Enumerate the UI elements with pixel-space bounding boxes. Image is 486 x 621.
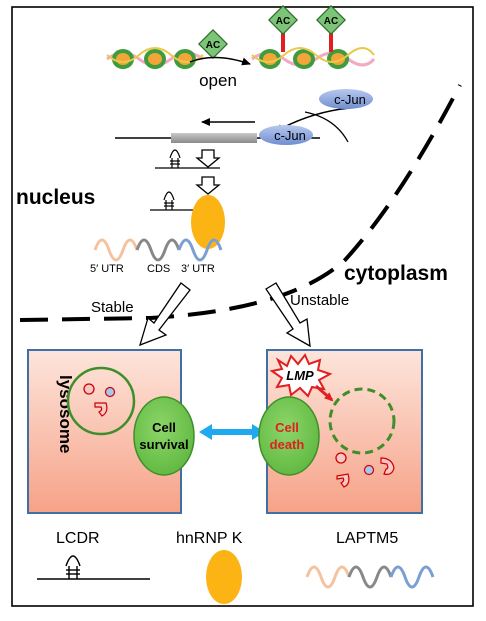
ac-marker-1: AC xyxy=(268,5,298,35)
down-arrow-2 xyxy=(195,176,221,195)
cell-survival-line1: Cell xyxy=(152,420,176,435)
cjun-label: c-Jun xyxy=(334,92,366,107)
cds-label: CDS xyxy=(147,263,170,275)
gene-body xyxy=(171,133,257,143)
ac-label: AC xyxy=(324,16,338,27)
cjun-arc xyxy=(304,111,349,143)
ac-marker: AC xyxy=(198,29,228,59)
cjun-protein: c-Jun xyxy=(319,89,373,109)
laptm5-mrna xyxy=(93,238,223,262)
legend-laptm5-label: LAPTM5 xyxy=(336,530,398,547)
utr3-label: 3′ UTR xyxy=(181,263,215,275)
chromatin-closed xyxy=(106,47,204,69)
lmp-burst: LMP xyxy=(269,353,333,398)
chromatin-open xyxy=(251,30,376,69)
utr5-label: 5′ UTR xyxy=(90,263,124,275)
legend-hnrnpk-label: hnRNP K xyxy=(176,530,243,547)
stable-arrow xyxy=(139,282,191,347)
cell-death-oval: Cell death xyxy=(258,396,320,476)
open-label: open xyxy=(199,71,237,90)
cjun-bound-label: c-Jun xyxy=(274,128,306,143)
down-arrow-1 xyxy=(195,149,221,168)
open-arrow xyxy=(189,56,251,66)
nucleus-label: nucleus xyxy=(16,186,95,209)
lysosome-label: lysosome xyxy=(56,375,75,453)
lmp-label: LMP xyxy=(286,368,314,383)
ac-label: AC xyxy=(276,16,290,27)
nuclear-envelope xyxy=(19,84,462,322)
ac-label: AC xyxy=(206,40,220,51)
outer-frame xyxy=(11,6,474,607)
unstable-label: Unstable xyxy=(290,292,349,309)
hnrnpk-bound xyxy=(191,195,225,249)
lysosome-left xyxy=(66,366,136,436)
ac-marker-2: AC xyxy=(316,5,346,35)
legend-hnrnpk-oval xyxy=(206,550,242,604)
legend-lcdr-hairpin xyxy=(37,555,150,580)
unstable-arrow xyxy=(265,282,311,348)
cjun-bound: c-Jun xyxy=(259,125,313,145)
lysosome-damaged xyxy=(328,387,396,488)
cell-survival-line2: survival xyxy=(139,437,188,452)
legend-laptm5-wave xyxy=(305,565,435,589)
lmp-arrow xyxy=(315,384,334,402)
cytoplasm-label: cytoplasm xyxy=(344,262,448,285)
stable-label: Stable xyxy=(91,299,134,316)
double-arrow xyxy=(199,424,265,440)
cell-survival-oval: Cell survival xyxy=(133,396,195,476)
cell-death-line2: death xyxy=(270,437,305,452)
cell-death-line1: Cell xyxy=(275,420,299,435)
legend-lcdr-label: LCDR xyxy=(56,530,100,547)
lcdr-hairpin-1 xyxy=(155,149,220,169)
